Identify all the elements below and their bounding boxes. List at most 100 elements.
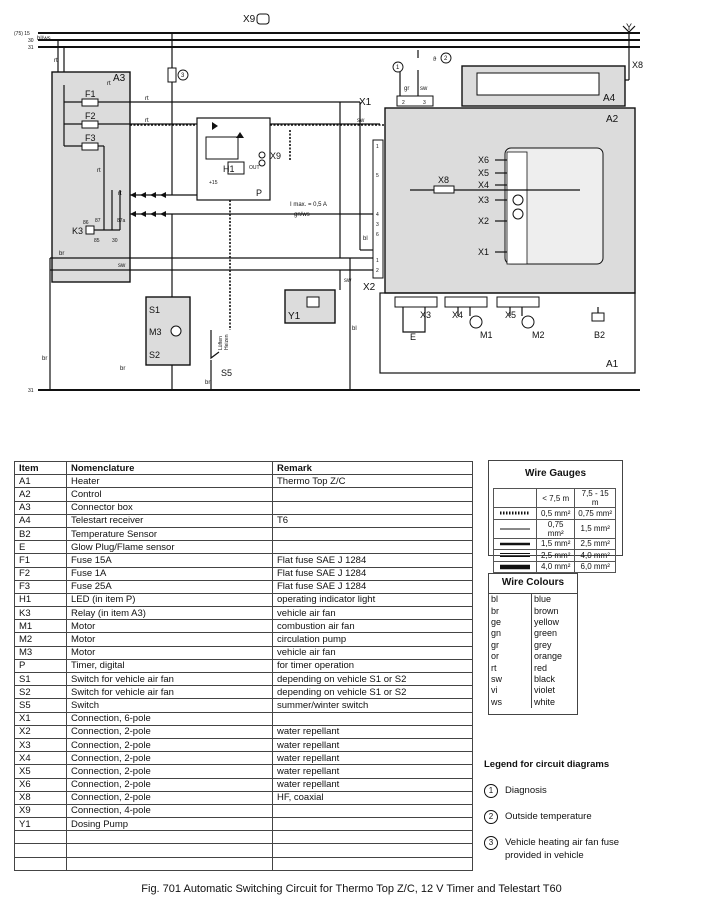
out-label: OUT <box>249 165 260 171</box>
nomenclature-cell: Connection, 2-pole <box>66 724 273 739</box>
remark-cell <box>272 830 473 845</box>
wire-gauge-long: 2,5 mm² <box>574 537 616 550</box>
remark-cell: Flat fuse SAE J 1284 <box>272 553 473 568</box>
k3-label: K3 <box>72 226 83 236</box>
table-row <box>14 830 473 845</box>
s5-text-2: Heizen <box>224 334 230 350</box>
wire-gr: gr <box>404 86 409 92</box>
wire-colour-name: yellow <box>534 616 560 627</box>
remark-cell: summer/winter switch <box>272 698 473 713</box>
wire-colour-code: bl <box>489 594 532 606</box>
wire-rt-5: rt <box>118 191 122 197</box>
wire-colour-code: or <box>489 650 532 663</box>
nomenclature-cell: Motor <box>66 619 273 634</box>
x4-inner-label: X4 <box>478 180 489 190</box>
header-nomenclature: Nomenclature <box>66 460 273 476</box>
x6-inner-label: X6 <box>478 155 489 165</box>
remark-cell <box>272 856 473 871</box>
nomenclature-cell: Fuse 15A <box>66 553 273 568</box>
a1-heater-box <box>379 292 636 374</box>
gn-ws-label: gn/ws <box>294 212 310 218</box>
nomenclature-cell: Connection, 2-pole <box>66 737 273 753</box>
x2-pin-1: 1 <box>376 258 379 264</box>
wire-colour-name: green <box>534 628 558 639</box>
wire-colour-name: grey <box>534 639 552 650</box>
k3-term-87a: 87a <box>117 218 126 224</box>
y1-label: Y1 <box>288 311 301 322</box>
remark-cell: water repellant <box>272 751 473 766</box>
remark-cell: Thermo Top Z/C <box>272 474 473 489</box>
f1-label: F1 <box>85 89 96 99</box>
callout-3: 3 <box>181 73 185 79</box>
item-cell: K3 <box>14 606 67 621</box>
a4-inner <box>476 72 600 96</box>
nomenclature-cell: Switch for vehicle air fan <box>66 671 273 687</box>
s5-switch-icon <box>210 330 220 390</box>
nomenclature-cell <box>66 843 273 858</box>
x5-inner-label: X5 <box>478 168 489 178</box>
x2-inner-label: X2 <box>478 216 489 226</box>
circuit-diagram: (75) 15 30 31 31 X9 Y X8 A3 F1 F2 F3 K3 … <box>14 13 643 394</box>
a3-label: A3 <box>113 73 126 84</box>
wire-colour-code: gr <box>489 639 532 651</box>
x1-pin-1: 1 <box>376 144 379 150</box>
callout-1: 1 <box>396 65 400 71</box>
legend-number-icon: 1 <box>484 784 498 798</box>
imax-label: I max. = 0,5 A <box>290 202 327 208</box>
wire-gauge-symbol-icon <box>493 537 537 550</box>
x9-connector-icon <box>256 13 270 25</box>
table-row <box>14 843 473 858</box>
wire-sw-1: sw <box>118 263 126 269</box>
remark-cell <box>272 803 473 819</box>
k3-term-87: 87 <box>95 218 101 224</box>
item-cell: A2 <box>14 487 67 502</box>
legend-title: Legend for circuit diagrams <box>484 759 610 770</box>
item-cell: X6 <box>14 777 67 792</box>
a2-label: A2 <box>606 114 619 125</box>
header-item: Item <box>14 460 67 476</box>
x8-coax-connector <box>433 185 455 194</box>
plus15-label: +15 <box>209 180 218 186</box>
wire-gauge-short: 2,5 mm² <box>535 549 576 562</box>
item-cell: X2 <box>14 724 67 739</box>
supply-buses <box>38 32 640 391</box>
wire-gauge-long: 0,75 mm² <box>574 507 616 520</box>
wire-colour-name: brown <box>534 605 559 616</box>
b2-label: B2 <box>594 330 605 340</box>
wire-gauge-symbol-icon <box>493 560 537 573</box>
bus-31-bottom-label: 31 <box>28 388 34 394</box>
header-remark: Remark <box>272 460 473 476</box>
item-cell: A1 <box>14 474 67 489</box>
wire-colour-code: vi <box>489 685 532 697</box>
nomenclature-cell: Motor <box>66 632 273 647</box>
nomenclature-cell: Dosing Pump <box>66 817 273 832</box>
wire-br-1: br <box>59 251 64 257</box>
x1-small-pin-3: 3 <box>423 100 426 106</box>
k3-term-85: 85 <box>94 238 100 244</box>
item-cell: F2 <box>14 566 67 581</box>
item-cell: X9 <box>14 803 67 819</box>
item-cell: M2 <box>14 632 67 647</box>
remark-cell: operating indicator light <box>272 592 473 608</box>
wire-gauge-long: 6,0 mm² <box>574 560 616 573</box>
item-cell: X5 <box>14 764 67 779</box>
item-cell <box>14 830 67 845</box>
x1-small-pin-2: 2 <box>402 100 405 106</box>
wire-bl-2: bl <box>363 236 368 242</box>
a1-label: A1 <box>606 359 619 370</box>
wire-gauge-short: 0,75 mm² <box>535 518 576 539</box>
remark-cell: water repellant <box>272 777 473 792</box>
item-cell: E <box>14 540 67 555</box>
